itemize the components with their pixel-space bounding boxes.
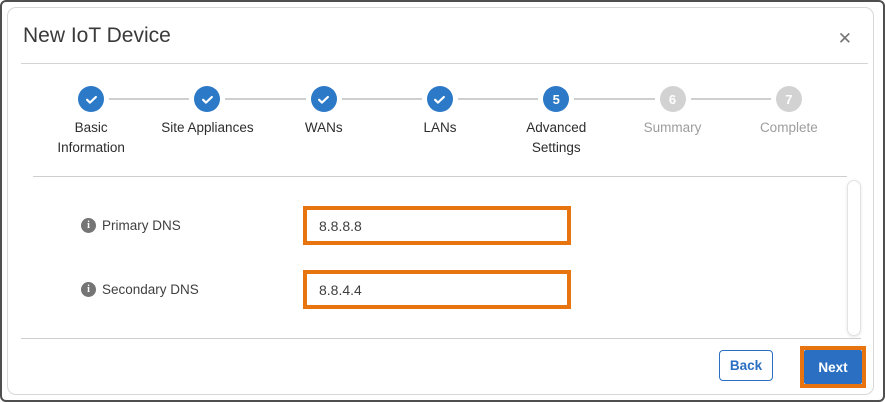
step-basic-information[interactable]: Basic Information: [33, 86, 190, 159]
new-iot-device-dialog: New IoT Device ✕ Basic Information Site A…: [7, 7, 874, 395]
step-connector: [457, 98, 539, 100]
step-label: LANs: [423, 120, 457, 135]
info-icon[interactable]: i: [81, 282, 96, 297]
scrollbar-thumb[interactable]: [847, 180, 861, 336]
step-connector: [109, 98, 190, 100]
step-label: Basic Information: [57, 120, 125, 156]
step-number: 5: [543, 86, 570, 112]
dialog-title: New IoT Device: [23, 24, 171, 47]
step-label: Site Appliances: [161, 120, 254, 135]
step-connector: [225, 98, 306, 100]
step-number: 7: [775, 86, 802, 112]
next-button-highlight-frame: Next: [800, 346, 866, 388]
step-wans[interactable]: WANs: [266, 86, 422, 159]
stepper: Basic Information Site Appliances WANs LANs…: [33, 86, 847, 159]
step-number: 6: [659, 86, 686, 112]
step-label: Advanced Settings: [526, 120, 587, 156]
check-icon: [310, 86, 337, 112]
check-icon: [78, 86, 105, 112]
check-icon: [426, 86, 453, 112]
step-connector: [690, 98, 771, 100]
back-button[interactable]: Back: [719, 350, 773, 381]
step-connector: [341, 98, 422, 100]
primary-dns-row: i Primary DNS: [81, 206, 843, 245]
header-divider: [21, 63, 868, 64]
secondary-dns-row: i Secondary DNS: [81, 270, 843, 309]
step-site-appliances[interactable]: Site Appliances: [149, 86, 306, 159]
step-label: Summary: [643, 120, 702, 135]
step-label: WANs: [304, 120, 343, 135]
info-icon[interactable]: i: [81, 218, 96, 233]
primary-dns-input[interactable]: [303, 206, 571, 245]
step-lans[interactable]: LANs: [382, 86, 539, 159]
step-label: Complete: [759, 120, 818, 135]
next-button[interactable]: Next: [804, 350, 862, 384]
primary-dns-label: Primary DNS: [102, 218, 181, 233]
secondary-dns-label: Secondary DNS: [102, 282, 199, 297]
close-icon[interactable]: ✕: [837, 29, 852, 48]
step-connector: [574, 98, 655, 100]
secondary-dns-input[interactable]: [303, 270, 571, 309]
stepper-divider: [33, 176, 847, 177]
check-icon: [194, 86, 221, 112]
footer-divider: [21, 338, 861, 339]
